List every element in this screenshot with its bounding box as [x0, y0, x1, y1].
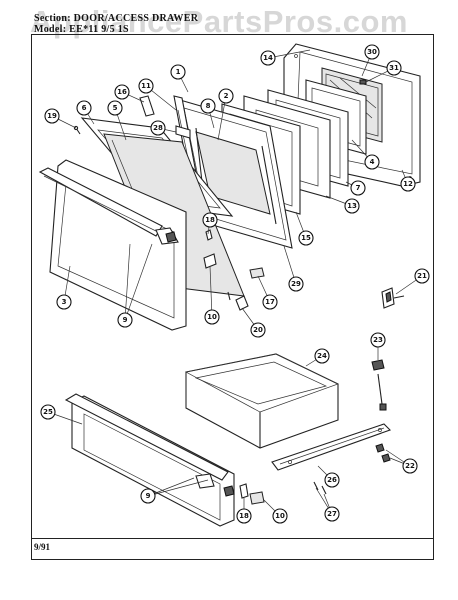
revision-date: 9/91 — [34, 542, 51, 552]
callout-20: 20 — [250, 322, 266, 338]
callout-3: 3 — [56, 294, 72, 310]
svg-text:7: 7 — [356, 184, 361, 192]
svg-text:9: 9 — [146, 492, 151, 500]
callout-11: 11 — [138, 78, 154, 94]
callout-18-drawer: 18 — [236, 508, 252, 524]
svg-text:30: 30 — [367, 48, 377, 56]
svg-text:16: 16 — [117, 88, 127, 96]
callout-29: 29 — [288, 276, 304, 292]
callout-8: 8 — [200, 98, 216, 114]
watermark: AppliancePartsPros.com — [30, 4, 408, 39]
callout-27: 27 — [324, 506, 340, 522]
svg-text:27: 27 — [327, 510, 337, 518]
svg-text:24: 24 — [317, 352, 327, 360]
callout-18-door: 18 — [202, 212, 218, 228]
section-title: Section: DOOR/ACCESS DRAWER — [34, 13, 199, 24]
callout-30: 30 — [364, 44, 380, 60]
callout-19: 19 — [44, 108, 60, 124]
svg-text:5: 5 — [113, 104, 118, 112]
callout-7: 7 — [350, 180, 366, 196]
part-rail-screws — [313, 443, 391, 495]
svg-text:12: 12 — [403, 180, 413, 188]
svg-text:26: 26 — [327, 476, 337, 484]
svg-text:9: 9 — [123, 316, 128, 324]
callout-28: 28 — [150, 120, 166, 136]
callout-2: 2 — [218, 88, 234, 104]
callout-24: 24 — [314, 348, 330, 364]
svg-text:13: 13 — [347, 202, 357, 210]
svg-text:18: 18 — [205, 216, 215, 224]
svg-text:25: 25 — [43, 408, 53, 416]
svg-text:15: 15 — [301, 234, 311, 242]
callout-10-drawer: 10 — [272, 508, 288, 524]
callout-13: 13 — [344, 198, 360, 214]
callout-1: 1 — [170, 64, 186, 80]
svg-text:3: 3 — [62, 298, 67, 306]
part-drawer-hardware — [239, 483, 265, 505]
diagram-frame — [31, 34, 434, 560]
callout-21: 21 — [414, 268, 430, 284]
svg-text:22: 22 — [405, 462, 415, 470]
callout-5: 5 — [107, 100, 123, 116]
svg-text:19: 19 — [47, 112, 57, 120]
svg-text:14: 14 — [263, 54, 273, 62]
part-drawer-front — [64, 393, 235, 527]
part-outer-door-panel — [38, 159, 187, 331]
svg-text:2: 2 — [224, 92, 229, 100]
svg-text:20: 20 — [253, 326, 263, 334]
svg-text:18: 18 — [239, 512, 249, 520]
part-drawer-rail — [271, 423, 392, 471]
callout-10-door: 10 — [204, 309, 220, 325]
callout-26: 26 — [324, 472, 340, 488]
callout-4: 4 — [364, 154, 380, 170]
callout-6: 6 — [76, 100, 92, 116]
part-drawer-roller — [371, 359, 387, 411]
svg-text:10: 10 — [275, 512, 285, 520]
footer-rule — [31, 538, 433, 539]
svg-text:10: 10 — [207, 313, 217, 321]
callout-23: 23 — [370, 332, 386, 348]
svg-text:29: 29 — [291, 280, 301, 288]
svg-text:23: 23 — [373, 336, 383, 344]
svg-text:8: 8 — [206, 102, 211, 110]
callout-14: 14 — [260, 50, 276, 66]
part-drawer-box — [184, 353, 339, 449]
callout-17: 17 — [262, 294, 278, 310]
callout-31: 31 — [386, 60, 402, 76]
svg-text:28: 28 — [153, 124, 163, 132]
callout-25: 25 — [40, 404, 56, 420]
part-slide-bracket — [381, 287, 405, 309]
svg-text:6: 6 — [82, 104, 87, 112]
svg-text:21: 21 — [417, 272, 427, 280]
svg-text:17: 17 — [265, 298, 275, 306]
callout-9-drawer: 9 — [140, 488, 156, 504]
part-door-frame — [179, 99, 293, 249]
svg-text:11: 11 — [141, 82, 151, 90]
svg-text:1: 1 — [176, 68, 181, 76]
model-number: Model: EE*11 9/5 1S — [34, 24, 129, 35]
callout-15: 15 — [298, 230, 314, 246]
svg-text:4: 4 — [370, 158, 375, 166]
callout-16: 16 — [114, 84, 130, 100]
callout-9-door: 9 — [117, 312, 133, 328]
part-hinge-bracket — [139, 95, 155, 117]
part-door-hardware — [203, 229, 265, 311]
svg-text:31: 31 — [389, 64, 399, 72]
callout-22: 22 — [402, 458, 418, 474]
callout-12: 12 — [400, 176, 416, 192]
